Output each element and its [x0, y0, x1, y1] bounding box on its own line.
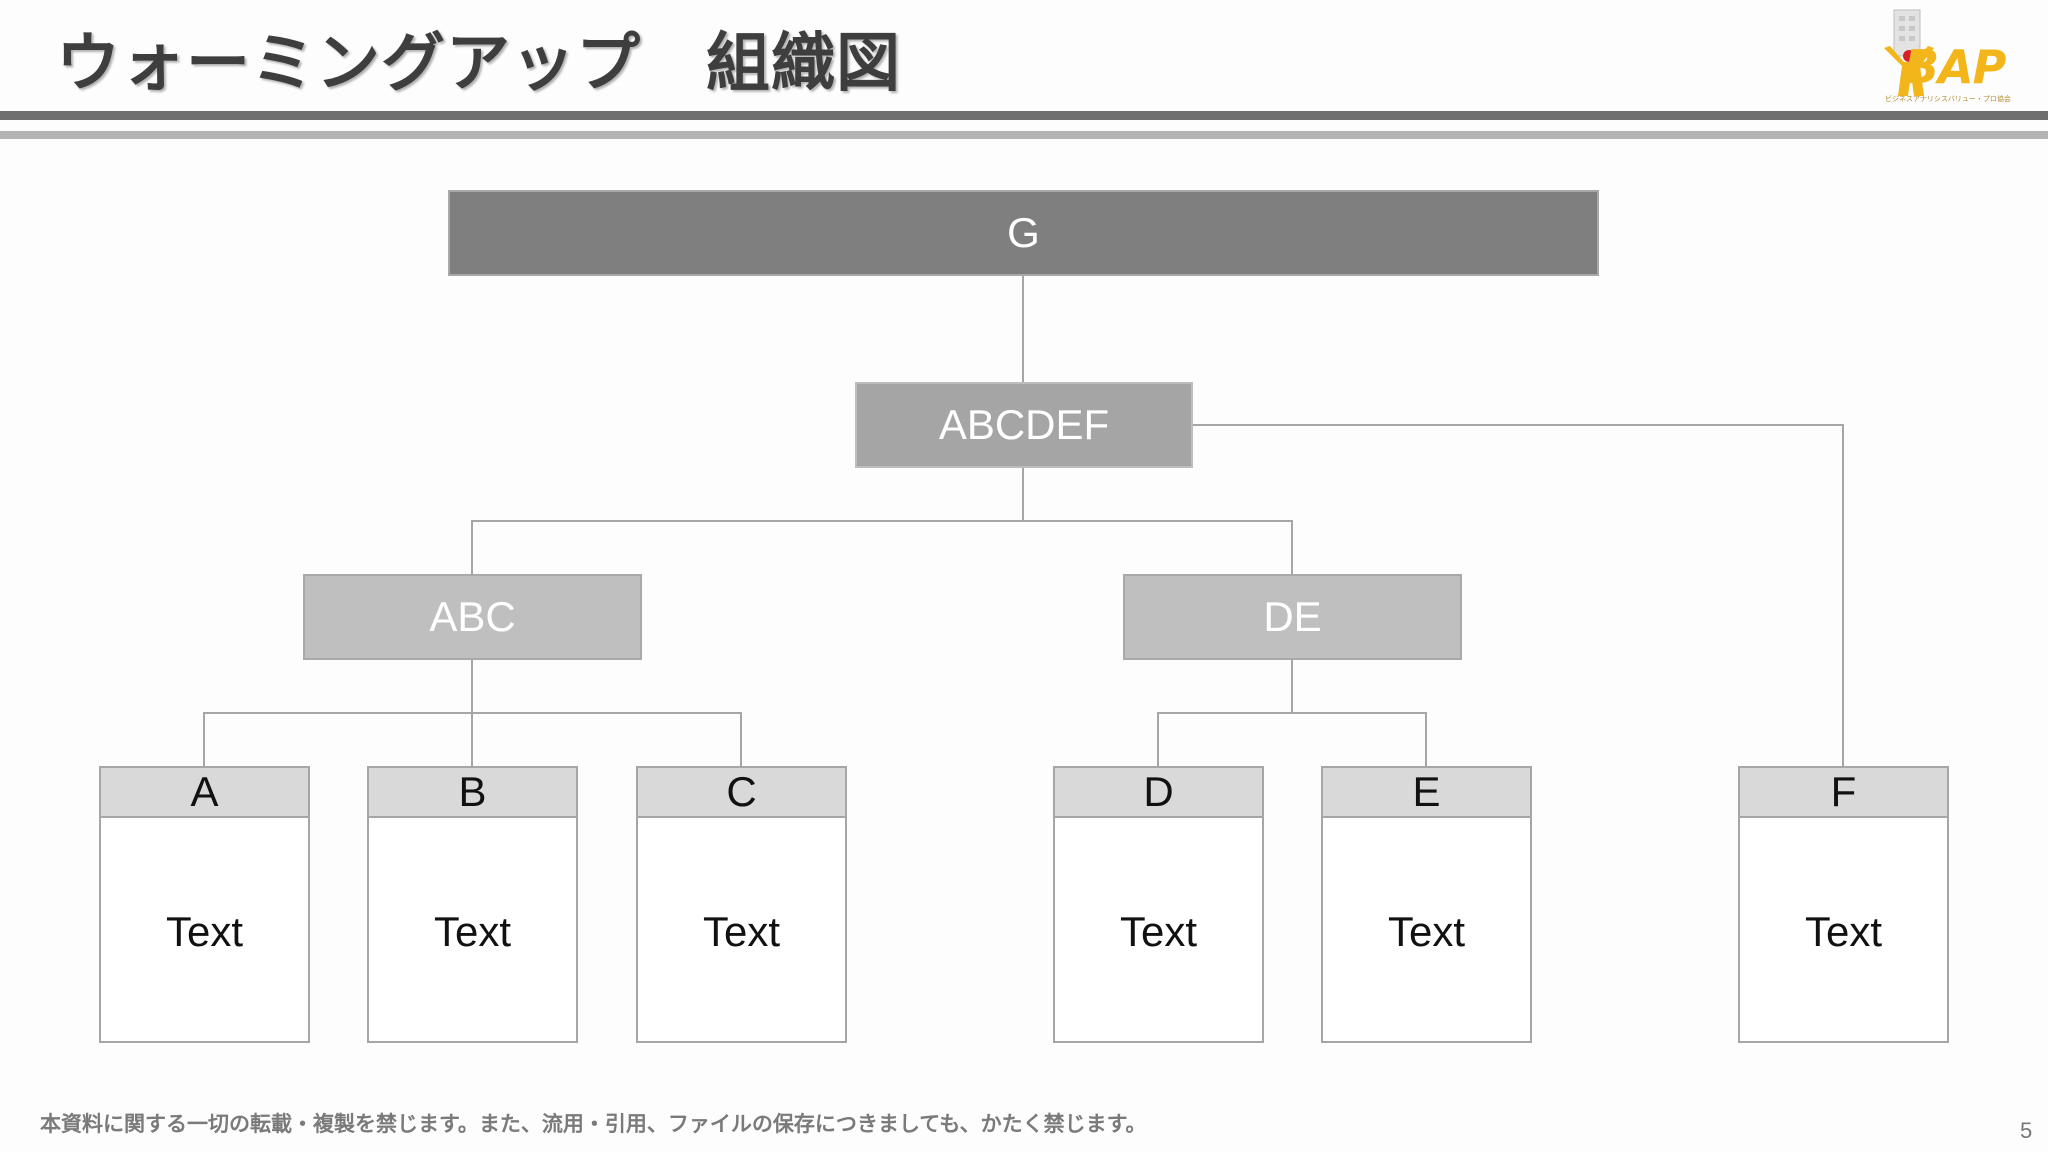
org-node-g: G — [448, 190, 1599, 276]
org-unit-title: C — [638, 768, 845, 818]
header-divider-light — [0, 131, 2048, 139]
org-unit-card-f: F Text — [1738, 766, 1949, 1043]
logo-subtitle: ビジネスアナリシスバリュー・プロ協会 — [1885, 95, 2011, 103]
copyright-notice: 本資料に関する一切の転載・複製を禁じます。また、流用・引用、ファイルの保存につき… — [40, 1112, 1147, 1136]
org-node-abcdef: ABCDEF — [855, 382, 1193, 468]
page-title: ウォーミングアップ 組織図 — [56, 27, 901, 101]
org-node-abc: ABC — [303, 574, 642, 660]
org-unit-card-e: E Text — [1321, 766, 1532, 1043]
org-unit-card-a: A Text — [99, 766, 310, 1043]
org-unit-card-d: D Text — [1053, 766, 1264, 1043]
building-person-logo-icon — [1884, 9, 1934, 96]
org-node-de: DE — [1123, 574, 1462, 660]
logo-wordmark: BAP — [1904, 40, 2006, 94]
org-unit-text: Text — [433, 907, 512, 955]
org-unit-title: F — [1740, 768, 1947, 818]
org-unit-title: D — [1055, 768, 1262, 818]
org-unit-title: A — [101, 768, 308, 818]
org-unit-card-b: B Text — [367, 766, 578, 1043]
org-unit-text: Text — [165, 907, 244, 955]
connector-level3-bus — [471, 520, 1293, 574]
org-unit-text: Text — [1387, 907, 1466, 955]
connector-de-bus — [1157, 712, 1427, 766]
org-unit-card-c: C Text — [636, 766, 847, 1043]
org-unit-text: Text — [1119, 907, 1198, 955]
page-number: 5 — [2020, 1118, 2033, 1143]
org-unit-text: Text — [1804, 907, 1883, 955]
org-unit-title: E — [1323, 768, 1530, 818]
org-unit-text: Text — [702, 907, 781, 955]
header-divider-dark — [0, 111, 2048, 120]
connector-abcdef-f — [1193, 424, 1844, 766]
org-unit-title: B — [369, 768, 576, 818]
